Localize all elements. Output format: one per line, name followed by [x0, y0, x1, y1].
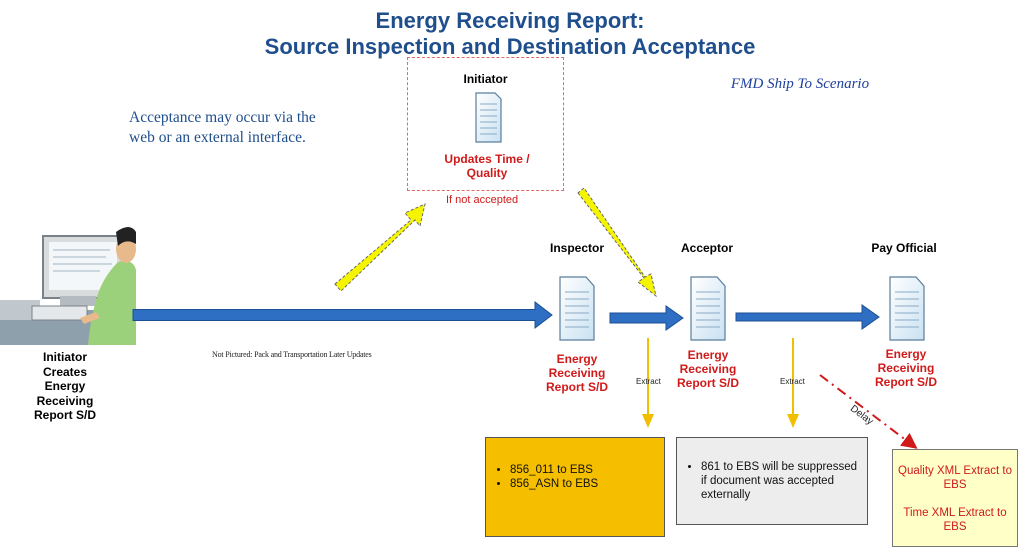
pay-official-doc-label: Energy Receiving Report S/D	[874, 347, 937, 389]
arrow-from-initiator-box	[577, 187, 657, 298]
time-xml-extract: Time XML Extract to EBS	[903, 507, 1007, 533]
person-at-computer-icon	[0, 227, 136, 345]
arrow-acceptor-to-pay-official	[735, 304, 880, 330]
ebs-item: 856_ASN to EBS	[510, 477, 658, 491]
arrow-to-initiator-box	[334, 203, 426, 292]
extract-label-1: Extract	[636, 377, 661, 386]
acceptance-note: Acceptance may occur via the web or an e…	[129, 109, 316, 146]
document-icon-initiator	[475, 92, 502, 143]
ebs-item: 861 to EBS will be suppressed if documen…	[701, 460, 861, 502]
xml-extract-box: Quality XML Extract to EBS Time XML Extr…	[892, 449, 1018, 547]
not-pictured-note: Not Pictured: Pack and Transportation La…	[212, 350, 372, 359]
initiator-action: Updates Time / Quality	[444, 152, 530, 180]
acceptor-header: Acceptor	[680, 241, 733, 255]
initiator-box	[407, 57, 564, 191]
initiator-header: Initiator	[463, 72, 508, 86]
scenario-label: FMD Ship To Scenario	[730, 76, 870, 92]
quality-xml-extract: Quality XML Extract to EBS	[898, 465, 1012, 491]
inspector-doc-label: Energy Receiving Report S/D	[545, 352, 608, 394]
document-icon-pay-official	[889, 276, 925, 341]
acceptor-doc-label: Energy Receiving Report S/D	[676, 348, 739, 390]
extract-arrow-2	[787, 338, 799, 428]
inspector-header: Inspector	[549, 241, 604, 255]
ebs-box-inspector: 856_011 to EBS 856_ASN to EBS	[485, 437, 665, 537]
extract-label-2: Extract	[780, 377, 805, 386]
page-title-line-2: Source Inspection and Destination Accept…	[264, 34, 756, 59]
extract-arrow-1	[642, 338, 654, 428]
delay-arrow	[819, 374, 918, 449]
document-icon-inspector	[559, 276, 595, 341]
pay-official-header: Pay Official	[871, 241, 937, 255]
document-icon-acceptor	[690, 276, 726, 341]
ebs-item: 856_011 to EBS	[510, 463, 658, 477]
if-not-accepted-label: If not accepted	[446, 194, 519, 206]
arrow-initiator-to-inspector	[132, 300, 553, 330]
ebs-box-acceptor: 861 to EBS will be suppressed if documen…	[676, 437, 868, 525]
page-title-line-1: Energy Receiving Report:	[375, 8, 645, 33]
arrow-inspector-to-acceptor	[609, 305, 684, 331]
initiator-creates-label: Initiator Creates Energy Receiving Repor…	[33, 350, 96, 422]
